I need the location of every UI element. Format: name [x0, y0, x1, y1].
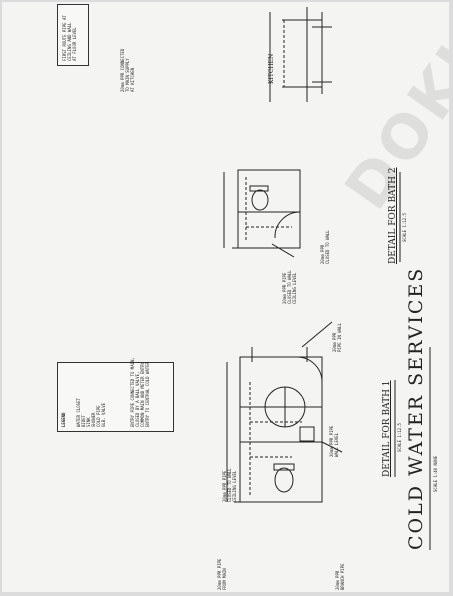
bath1-note-e: 20mm PPR BRANCH PIPE: [335, 564, 345, 591]
bath1-note-d: 20mm PPR PIPE FROM MAIN: [217, 559, 227, 590]
note-line: PIPE IN WALL: [337, 323, 342, 352]
bath1-note-b: 20mm PPR PIPE WALL LEVEL: [329, 426, 339, 457]
main-scale: SCALE 1:40 NONE: [433, 455, 438, 492]
note-line: CLOSED TO WALL: [325, 230, 330, 264]
bath2-room: [237, 169, 301, 249]
bath2-note-a: 20mm PPR PIPE CLOSED TO WALL CEILING LEV…: [282, 270, 297, 304]
plumbing-drawing: [223, 7, 431, 550]
bath1-scale: SCALE 1:12.5: [397, 423, 402, 452]
bath1-note-a: 20mm PPR PIPE CLOSED TO WALL CEILING LEV…: [222, 468, 237, 502]
note-line: AT FLOOR LEVEL: [72, 27, 77, 61]
bath2-wc: [251, 189, 269, 211]
bath1-note-c: 20mm PPR PIPE IN WALL: [332, 323, 342, 352]
bath2-note-b: 20mm PPR CLOSED TO WALL: [320, 230, 330, 264]
bath1-wc: [274, 467, 294, 493]
drawing-sheet: FIRST ROUTE PIPE AT CEILING AND WALL AT …: [2, 2, 449, 592]
note-line: AT KITCHEN: [130, 67, 135, 92]
legend: LEGEND WATER CLOSET BIDET SINK SHOWER CO…: [57, 357, 174, 432]
note-line: WALL LEVEL: [334, 432, 339, 457]
bath1-room: [239, 356, 323, 503]
kitchen-label: KITCHEN: [268, 53, 275, 84]
top-note-box: FIRST ROUTE PIPE AT CEILING AND WALL AT …: [57, 4, 89, 66]
bath1-sink: [299, 426, 315, 442]
note-line: CEILING LEVEL: [232, 470, 237, 502]
bath2-scale: SCALE 1:12.5: [402, 213, 407, 242]
legend-items: WATER CLOSET BIDET SINK SHOWER COLD PIPE…: [76, 398, 106, 427]
legend-item: GLB. VALVE: [101, 402, 106, 427]
bath1-title: DETAIL FOR BATH 1: [382, 380, 392, 477]
note-line: FROM MAIN: [222, 568, 227, 590]
legend-note: ENTRY PIPE CONNECTED TO MAIN, CLOSED BY …: [130, 357, 150, 427]
note-line: CEILING LEVEL: [292, 272, 297, 304]
legend-note-line: ENTRY TO CENTRAL COLD WATER: [145, 361, 150, 427]
note-line: BRANCH PIPE: [340, 563, 345, 591]
top-note: 20mm PPR CONNECTED TO MAIN SUPPLY AT KIT…: [120, 49, 135, 92]
main-title: COLD WATER SERVICES: [405, 266, 427, 550]
legend-title: LEGEND: [61, 412, 66, 427]
